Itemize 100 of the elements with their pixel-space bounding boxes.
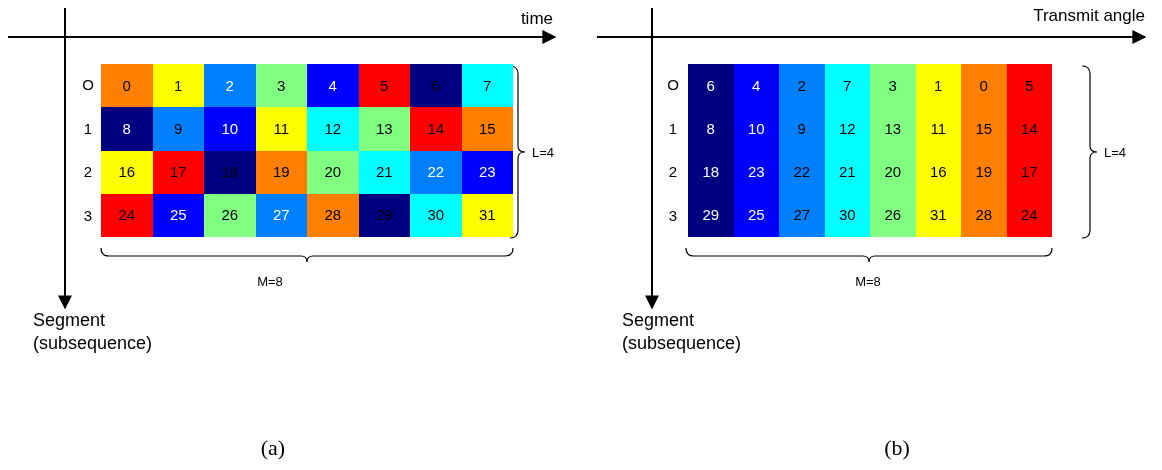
cell-number: 4 [751,76,762,95]
cell-number: 30 [426,206,446,225]
cell-number: 9 [796,119,807,138]
row-label: 1 [83,120,93,139]
grid-cell [410,150,462,194]
cell-number: 31 [477,206,497,225]
cell-number: 3 [276,76,287,95]
cell-number: 11 [272,119,291,138]
grid-cell [410,193,462,237]
cell-number: 2 [224,76,235,95]
dimension-label: L=4 [532,145,555,162]
grid-cell [152,193,204,237]
cell-number: 28 [323,206,343,225]
cell-number: 23 [477,163,497,182]
grid-cell [204,64,256,108]
grid-cell [307,64,359,108]
grid-cell [358,107,410,151]
cell-number: 7 [842,76,853,95]
cell-number: 13 [883,119,903,138]
panel-label: (a) [260,434,286,462]
cell-number: 14 [1019,119,1039,138]
grid-column [870,64,916,237]
panel-label: (b) [884,434,910,462]
cell-number: 14 [426,119,446,138]
grid-cell [255,150,307,194]
cell-number: 29 [701,206,721,225]
cell-number: 28 [974,206,994,225]
grid-cell [358,193,410,237]
cell-number: 27 [792,206,812,225]
grid-cell [461,64,513,108]
axis-label: time [520,8,553,30]
cell-number: 10 [220,119,240,138]
grid-cell [358,64,410,108]
grid-column [688,64,734,237]
cell-number: 18 [220,163,240,182]
grid-cell [410,107,462,151]
cell-number: 13 [374,119,394,138]
cell-number: 9 [173,119,184,138]
cell-number: 31 [928,206,948,225]
grid-cell [461,107,513,151]
row-label: O [667,76,679,95]
grid-cell [358,150,410,194]
cell-number: 10 [746,119,766,138]
cell-number: 4 [327,76,338,95]
dimension-label: M=8 [257,274,283,291]
grid-cell [307,150,359,194]
cell-number: 22 [792,163,812,182]
cell-number: 12 [323,119,343,138]
grid-column [1006,64,1052,237]
cell-number: 19 [271,163,291,182]
cell-number: 18 [701,163,721,182]
cell-number: 1 [933,76,944,95]
cell-number: 16 [117,163,137,182]
dimension-label: M=8 [855,274,881,291]
cell-number: 15 [477,119,497,138]
grid-cell [410,64,462,108]
cell-number: 30 [837,206,857,225]
cell-number: 15 [974,119,994,138]
grid-cell [461,193,513,237]
cell-number: 19 [974,163,994,182]
cell-number: 26 [220,206,240,225]
grid-cell [307,107,359,151]
cell-number: 21 [837,163,857,182]
cell-number: 6 [705,76,716,95]
cell-number: 0 [978,76,989,95]
cell-number: 0 [121,76,132,95]
cell-number: 8 [121,119,132,138]
cell-number: 8 [705,119,716,138]
grid-cell [101,150,153,194]
cell-number: 23 [746,163,766,182]
grid-column [779,64,825,237]
grid-cell [204,150,256,194]
grid-cell [152,107,204,151]
cell-number: 17 [1019,163,1039,182]
cell-number: 29 [374,206,394,225]
cell-number: 6 [430,76,441,95]
row-label: 3 [668,207,678,226]
grid-column [961,64,1007,237]
cell-number: 5 [1024,76,1035,95]
axis-label: Transmit angle [1033,5,1145,27]
cell-number: 5 [379,76,390,95]
axis-label: Segment (subsequence) [622,309,743,354]
grid-column [915,64,961,237]
cell-number: 25 [746,206,766,225]
row-label: 2 [83,163,93,182]
cell-number: 2 [796,76,807,95]
cell-number: 16 [928,163,948,182]
cell-number: 12 [837,119,857,138]
grid-cell [204,107,256,151]
cell-number: 20 [883,163,903,182]
cell-number: 21 [374,163,394,182]
cell-number: 24 [1019,206,1039,225]
grid-cell [461,150,513,194]
grid-cell [204,193,256,237]
grid-cell [152,150,204,194]
cell-number: 22 [426,163,446,182]
cell-number: 24 [117,206,137,225]
grid-cell [152,64,204,108]
cell-number: 7 [482,76,493,95]
cell-number: 3 [887,76,898,95]
